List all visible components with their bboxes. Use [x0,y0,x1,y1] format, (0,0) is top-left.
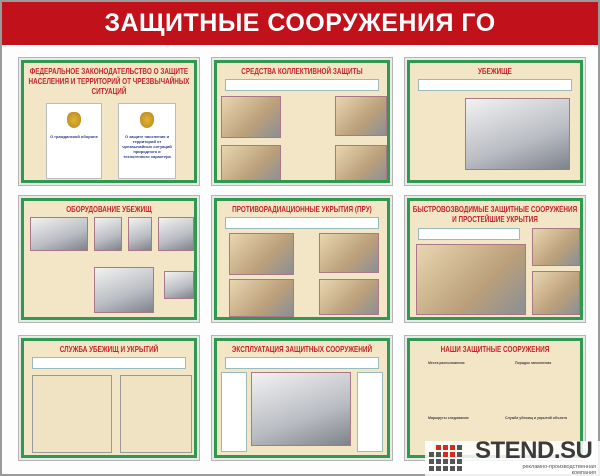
logo-square [443,452,448,457]
document-card: О гражданской обороне [46,103,102,179]
illustration [128,217,152,251]
stend-logo: STEND.SU рекламно-производственная компа… [425,437,600,476]
illustration [221,145,281,180]
logo-square [450,466,455,471]
document-title: О защите населения и территорий от чрезв… [122,134,172,159]
emblem-icon [67,112,81,128]
building-illustration [251,372,351,446]
logo-square [436,459,441,464]
intro-text [418,79,572,91]
logo-square [436,445,441,450]
logo-square [457,452,462,457]
illustration [532,271,580,315]
illustration [319,233,379,273]
illustration [532,228,580,266]
logo-square [429,459,434,464]
logo-square [457,459,462,464]
illustration [416,244,526,315]
panel-title: Оборудование убежищ [66,204,152,214]
logo-square [457,445,462,450]
logo-square [429,452,434,457]
panel-operation: Эксплуатация защитных сооружений [211,335,393,461]
intro-text [225,79,379,91]
document-title: О гражданской обороне [50,134,98,139]
panel-quick-shelters: Быстровозводимые защитные сооружения и п… [404,195,586,323]
label-fill-order: Порядок заполнения [515,361,552,365]
logo-square [443,445,448,450]
scheme [120,375,192,453]
logo-square [443,459,448,464]
intro-text [225,357,379,369]
logo-square [429,466,434,471]
illustration [94,217,122,251]
logo-brand: STEND.SU [475,437,593,464]
panel-our-shelters: Наши защитные сооружения Места расположе… [404,335,586,461]
illustration [335,145,387,180]
illustration [221,96,281,138]
logo-square [443,466,448,471]
panel-shelter-service: Служба убежищ и укрытий [18,335,200,461]
panel-title: Наши защитные сооружения [440,344,550,354]
logo-square [450,452,455,457]
logo-square [450,459,455,464]
side-list [221,372,247,452]
panel-title: Средства коллективной защиты [241,66,363,76]
stand-title: ЗАЩИТНЫЕ СООРУЖЕНИЯ ГО [2,2,598,45]
illustration [335,96,387,136]
illustration [229,279,294,317]
intro-text [418,228,520,240]
logo-tagline: рекламно-производственная компания [522,464,596,476]
emblem-icon [140,112,154,128]
shelter-illustration [465,98,570,170]
illustration [158,217,194,251]
scheme [32,375,112,453]
side-list [357,372,383,452]
logo-square [436,452,441,457]
logo-square [436,466,441,471]
panel-shelter-equipment: Оборудование убежищ [18,195,200,323]
intro-text [32,357,186,369]
panel-title: Эксплуатация защитных сооружений [231,344,373,354]
panel-title: Убежище [478,66,512,76]
panel-legislation: Федеральное законодательство о защите на… [18,57,200,186]
illustration [229,233,294,275]
document-card: О защите населения и территорий от чрезв… [118,103,176,179]
panel-title: Служба убежищ и укрытий [59,344,159,354]
illustration [164,271,194,299]
panel-title: Противорадиационные укрытия (ПРУ) [232,204,372,214]
illustration [30,217,88,251]
illustration [94,267,154,313]
panel-collective-protection: Средства коллективной защиты [211,57,393,186]
illustration [319,279,379,315]
label-routes: Маршруты следования [428,416,469,420]
logo-square [450,445,455,450]
panel-radiation-shelters: Противорадиационные укрытия (ПРУ) [211,195,393,323]
intro-text [225,217,379,229]
panel-shelter: Убежище [404,57,586,186]
panel-title: Быстровозводимые защитные сооружения и п… [412,204,578,224]
logo-square [457,466,462,471]
label-service: Служба убежищ и укрытий объекта [505,416,567,420]
panel-title: Федеральное законодательство о защите на… [28,66,190,96]
label-locations: Места расположения [428,361,465,365]
